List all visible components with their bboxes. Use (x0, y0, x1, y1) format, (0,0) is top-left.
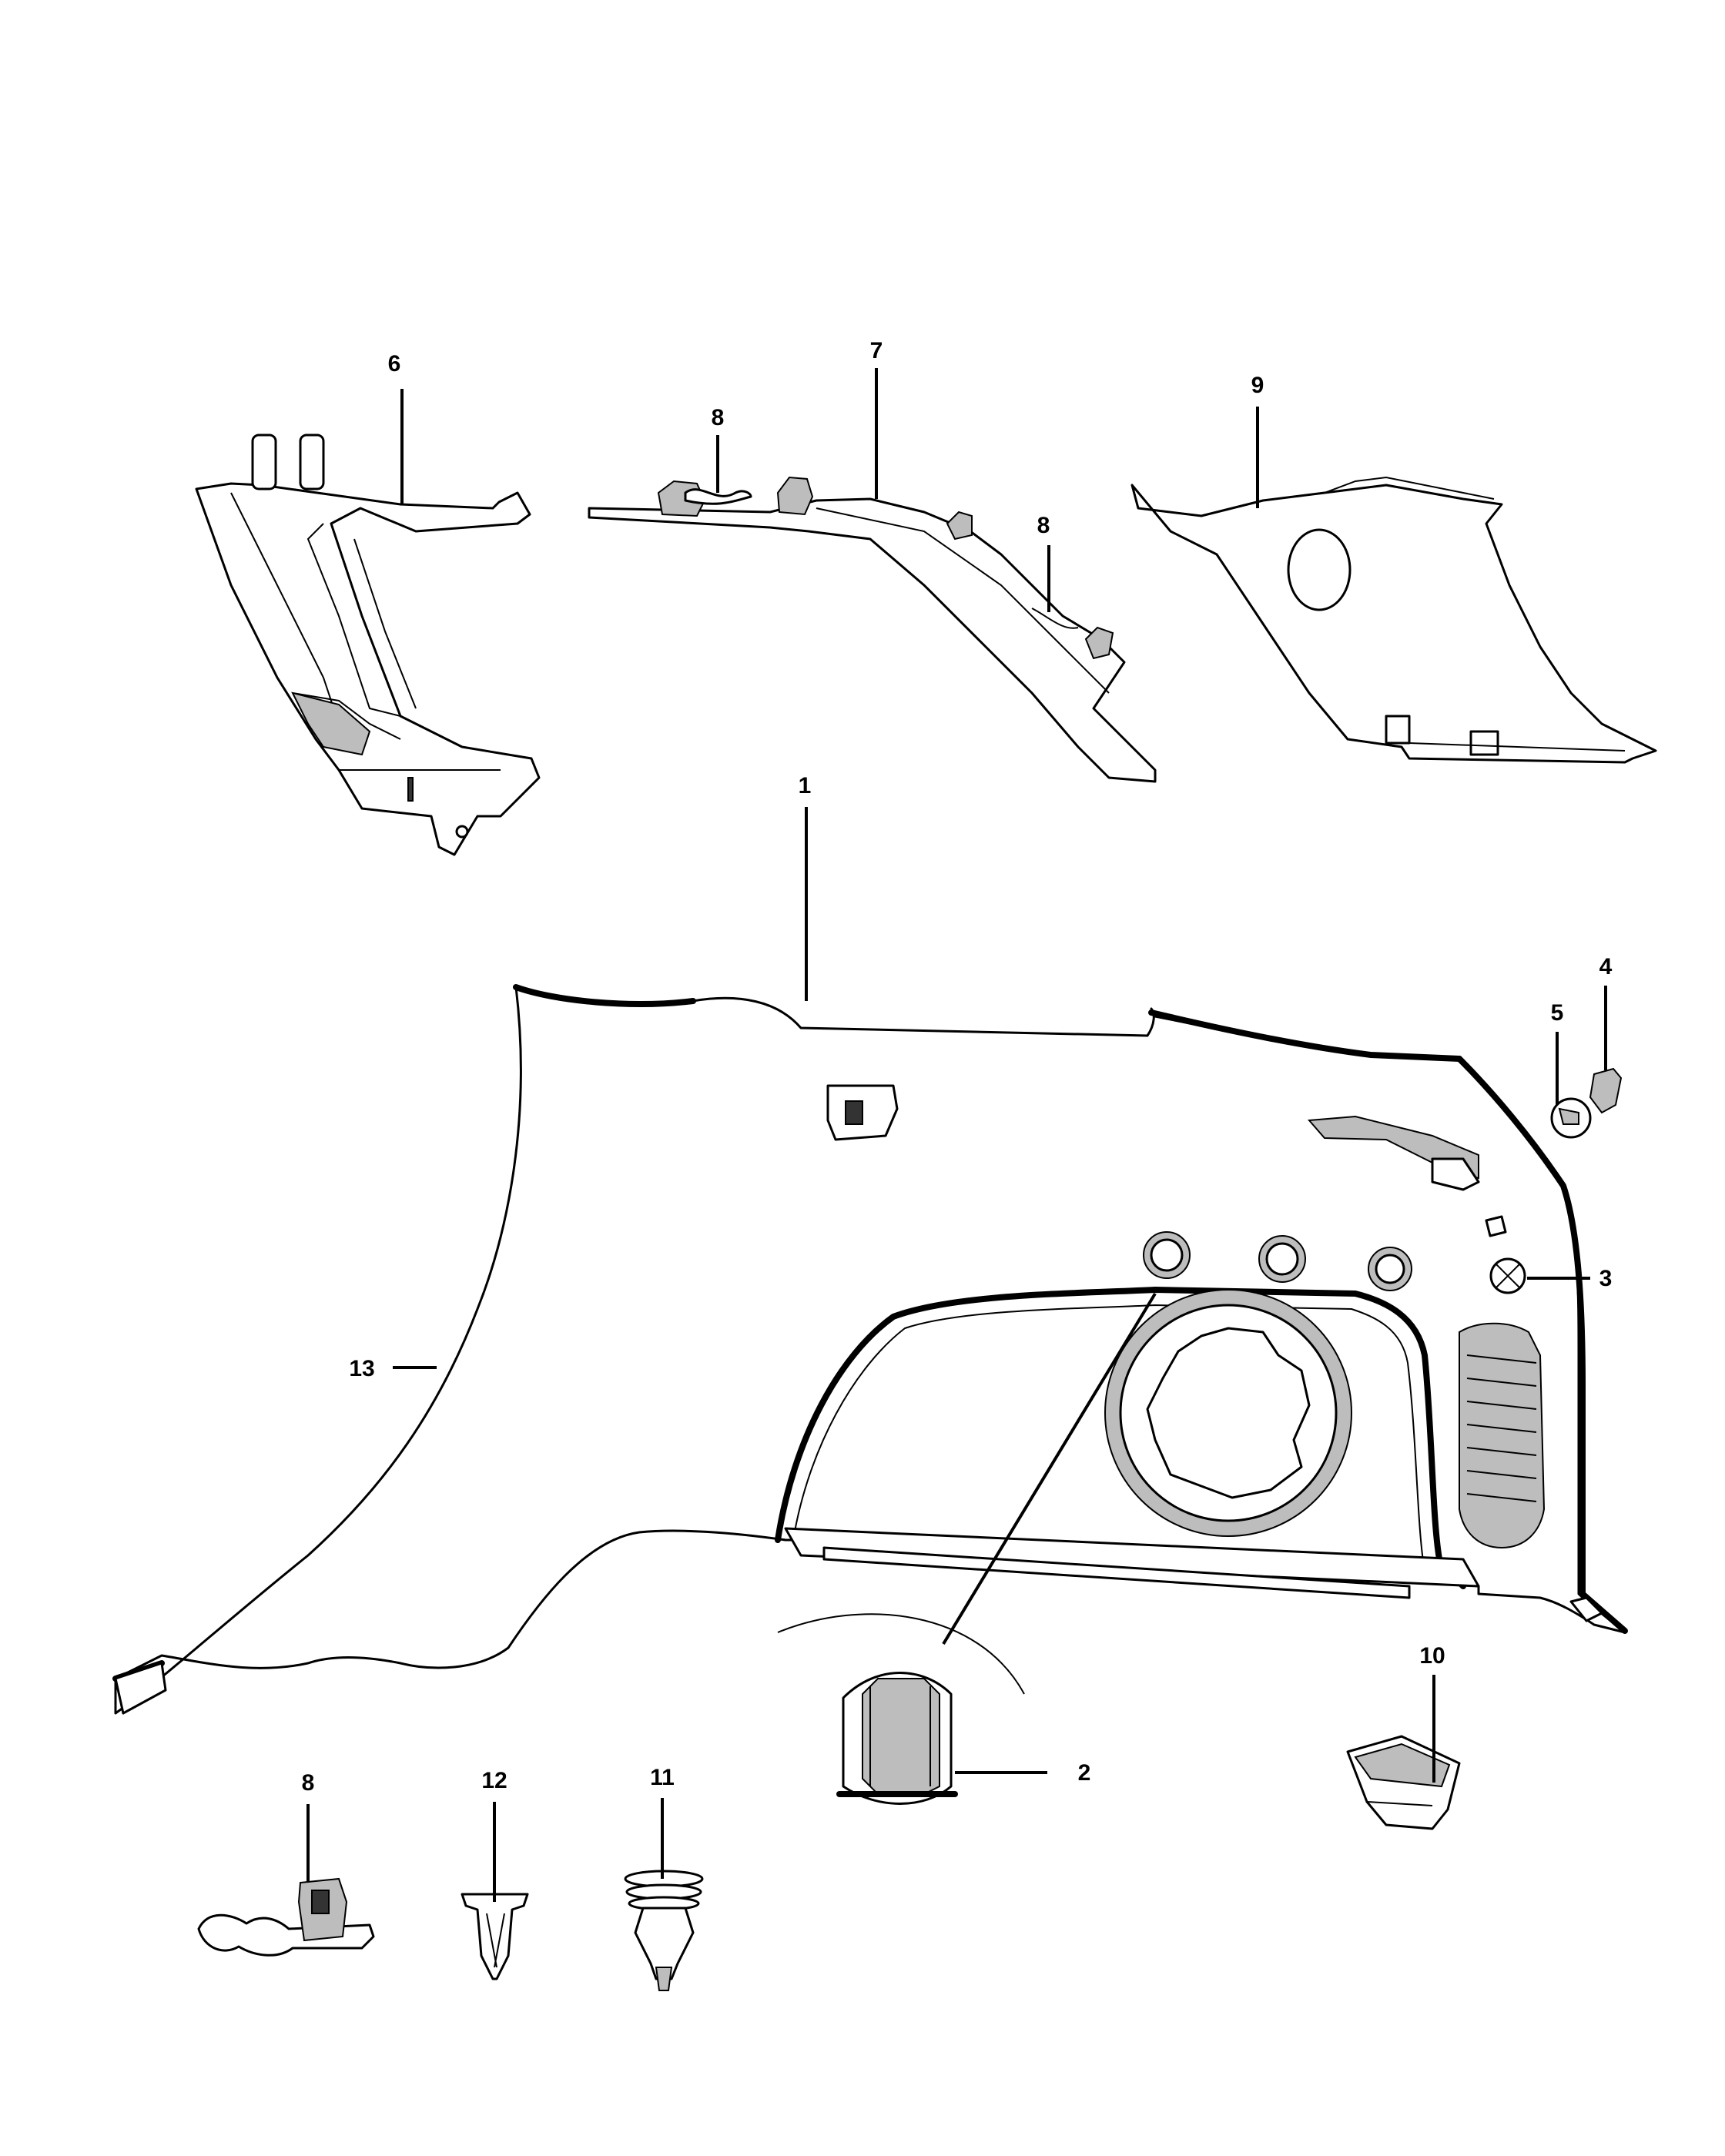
part-5-fastener (1550, 1097, 1592, 1139)
callout-7: 7 (870, 338, 883, 363)
part-6-pillar-trim (195, 434, 541, 856)
callout-1: 1 (799, 773, 812, 798)
callout-4: 4 (1599, 954, 1613, 979)
callout-10: 10 (1419, 1643, 1445, 1669)
leader-lines (306, 368, 1607, 1902)
part-9-d-pillar-trim (1130, 476, 1657, 764)
part-4-fastener (1589, 1067, 1623, 1114)
part-8-clip (197, 1877, 375, 1957)
leader-2b (942, 1292, 1157, 1645)
part-13-quarter-panel (112, 984, 1628, 1715)
callout-5: 5 (1551, 1000, 1564, 1026)
callout-8-top: 8 (712, 405, 725, 430)
callout-13: 13 (349, 1356, 374, 1381)
callout-9: 9 (1251, 373, 1264, 398)
callout-labels: 6 7 8 8 9 1 4 5 3 13 10 2 8 12 11 (302, 338, 1613, 1796)
callout-2: 2 (1078, 1760, 1091, 1786)
callout-12: 12 (481, 1768, 507, 1793)
callout-3: 3 (1599, 1266, 1613, 1291)
callout-6: 6 (388, 351, 401, 377)
part-12-clip (461, 1893, 529, 1980)
part-11-pin (624, 1870, 704, 1991)
callout-8-right: 8 (1037, 513, 1050, 538)
part-10-bin (1346, 1735, 1461, 1830)
callout-8-bottom: 8 (302, 1770, 315, 1796)
part-7-rail-trim (588, 476, 1157, 783)
callout-11: 11 (650, 1765, 675, 1790)
part-2-cover (777, 1613, 1025, 1805)
